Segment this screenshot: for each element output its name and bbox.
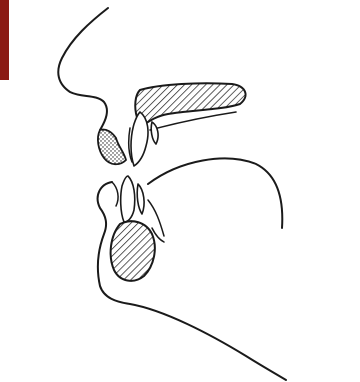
lower-lip-fold bbox=[112, 182, 118, 206]
upper-lip bbox=[98, 129, 126, 164]
upper-canine bbox=[151, 122, 158, 144]
upper-face-profile bbox=[58, 8, 108, 130]
corner-tab bbox=[0, 0, 9, 80]
upper-incisor bbox=[131, 112, 148, 166]
lower-canine bbox=[137, 184, 144, 214]
mandible-symphysis bbox=[111, 221, 155, 281]
lower-incisor bbox=[121, 176, 135, 222]
tongue-dorsum bbox=[148, 158, 282, 228]
